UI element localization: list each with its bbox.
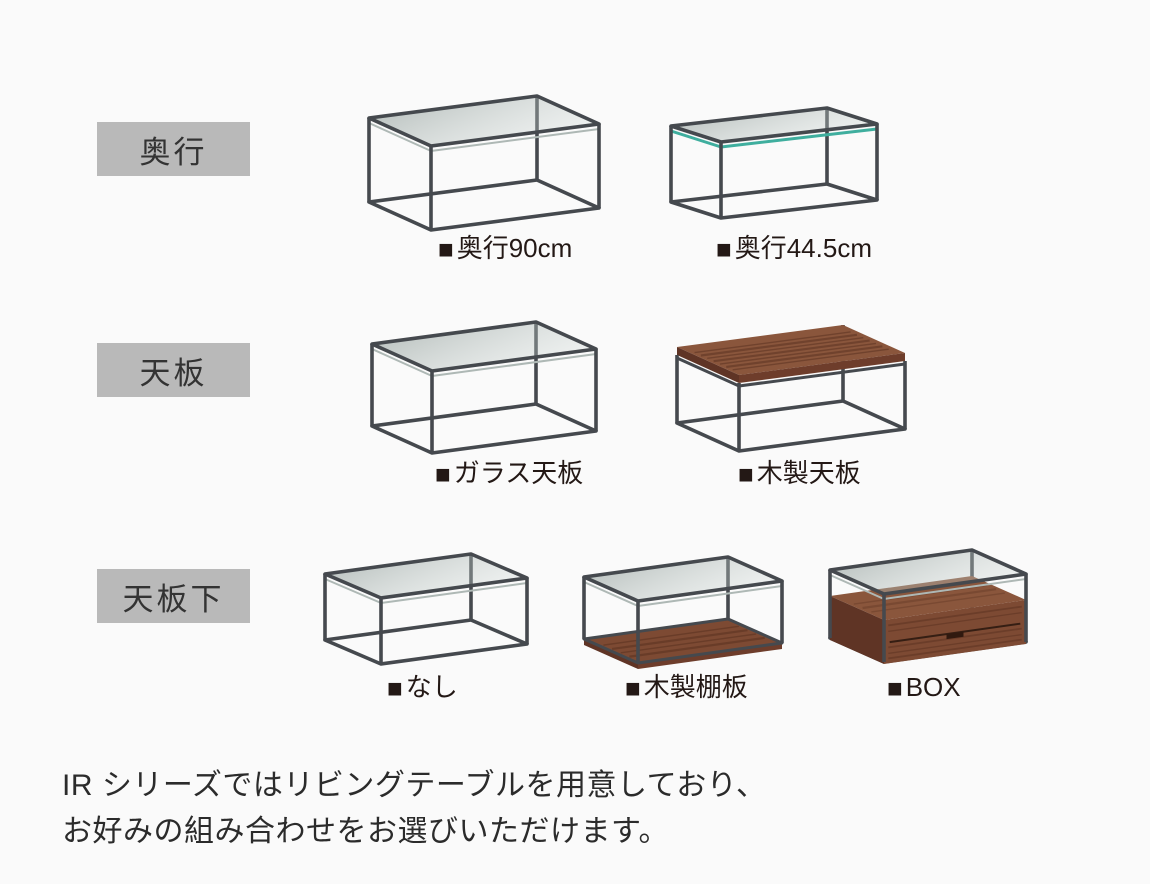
caption-under-none: ■ なし: [387, 672, 458, 703]
row-label-depth-text: 奥行: [139, 134, 208, 170]
caption-text: ガラス天板: [453, 458, 584, 488]
caption-under-box: ■ BOX: [887, 672, 961, 703]
table-image-under-box: [818, 538, 1054, 670]
caption-depth-90cm: ■ 奥行90cm: [438, 233, 572, 264]
caption-depth-44-5cm: ■ 奥行44.5cm: [716, 233, 872, 264]
description-paragraph: IR シリーズではリビングテーブルを用意しており、 お好みの組み合わせをお選びい…: [62, 763, 767, 855]
table-image-under-wood-shelf: [572, 545, 812, 669]
row-label-under-tabletop: 天板下: [97, 569, 250, 623]
caption-text: 木製天板: [756, 458, 861, 488]
bullet-square-icon: ■: [887, 672, 903, 703]
description-line-2: お好みの組み合わせをお選びいただけます。: [62, 815, 669, 848]
row-label-depth: 奥行: [97, 122, 250, 176]
caption-text: BOX: [905, 672, 961, 702]
table-image-under-none: [313, 540, 557, 668]
bullet-square-icon: ■: [716, 233, 732, 264]
bullet-square-icon: ■: [387, 672, 403, 703]
table-image-wood-top: [663, 303, 927, 453]
description-line-1: IR シリーズではリビングテーブルを用意しており、: [62, 769, 767, 802]
table-image-depth-44-5cm: [655, 96, 905, 222]
table-image-depth-90cm: [355, 78, 625, 234]
table-image-glass-top: [358, 306, 620, 458]
caption-text: 奥行90cm: [456, 233, 573, 263]
caption-text: 奥行44.5cm: [734, 233, 872, 263]
bullet-square-icon: ■: [738, 458, 754, 489]
bullet-square-icon: ■: [625, 672, 641, 703]
row-label-tabletop: 天板: [97, 343, 250, 397]
caption-text: 木製棚板: [643, 672, 748, 702]
bullet-square-icon: ■: [435, 458, 451, 489]
caption-wood-top: ■ 木製天板: [738, 458, 861, 489]
row-label-under-tabletop-text: 天板下: [122, 581, 225, 617]
bullet-square-icon: ■: [438, 233, 454, 264]
caption-glass-top: ■ ガラス天板: [435, 458, 583, 489]
row-label-tabletop-text: 天板: [139, 355, 208, 391]
caption-text: なし: [405, 672, 458, 702]
caption-under-wood-shelf: ■ 木製棚板: [625, 672, 748, 703]
